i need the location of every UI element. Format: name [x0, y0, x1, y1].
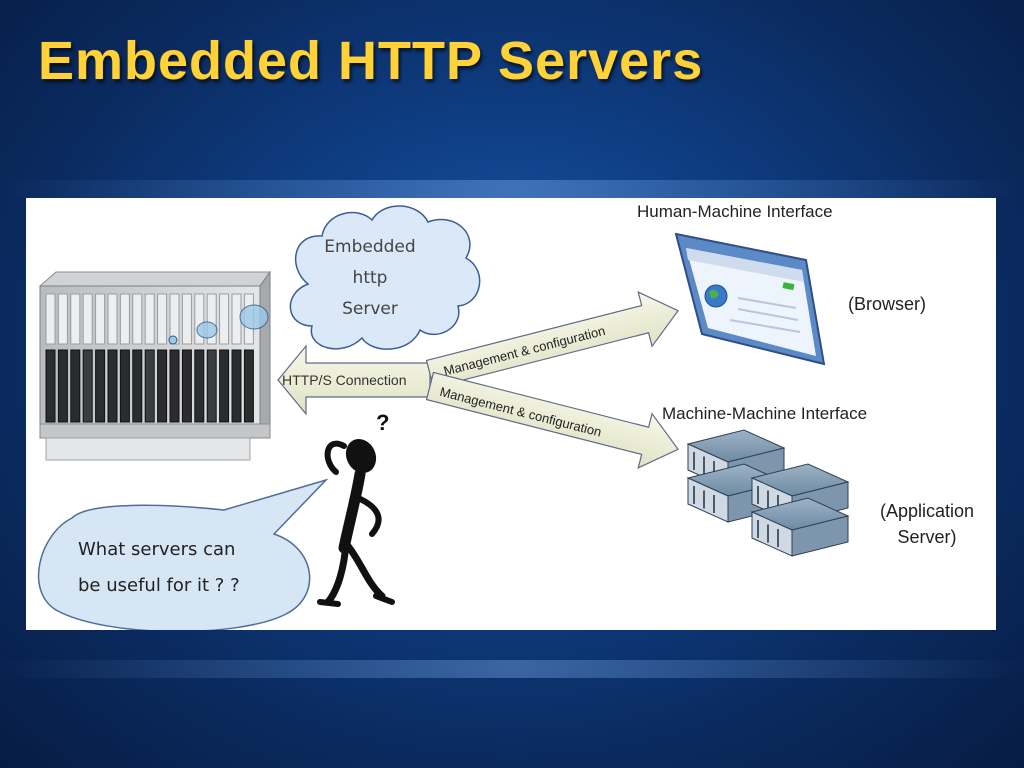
connection-label: HTTP/S Connection: [282, 372, 407, 388]
cloud-line: http: [352, 268, 388, 288]
background-streak: [0, 180, 1024, 198]
rack-card-top: [144, 293, 155, 345]
upper-management-arrow: [425, 290, 679, 389]
rack-card-top: [181, 293, 192, 345]
rack-card-module: [57, 349, 68, 423]
speech-line: What servers can: [78, 539, 236, 560]
rack-card-top: [45, 293, 56, 345]
rack-card-top: [194, 293, 205, 345]
rack-card-top: [57, 293, 68, 345]
mmi-caption-line: Server): [897, 527, 957, 547]
rack-card-module: [157, 349, 168, 423]
rack-card-top: [219, 293, 230, 345]
server-unit: [750, 497, 850, 557]
rack-card-module: [45, 349, 56, 423]
telecom-rack-icon: [38, 270, 271, 461]
rack-card-module: [194, 349, 205, 423]
rack-card-module: [169, 349, 180, 423]
cloud-label: Embedded http Server: [314, 232, 426, 325]
https-connection-arrow: [277, 344, 431, 416]
rack-card-top: [95, 293, 106, 345]
rack-card-module: [144, 349, 155, 423]
background-streak: [0, 660, 1024, 678]
confused-person-icon: [317, 438, 395, 607]
diagram-panel: Embedded http Server HTTP/S Connection M…: [26, 198, 996, 630]
rack-card-module: [243, 349, 254, 423]
rack-card-top: [70, 293, 81, 345]
diagram-canvas: [37, 205, 850, 630]
speech-line: be useful for it ? ?: [78, 575, 240, 596]
hmi-title: Human-Machine Interface: [637, 202, 833, 221]
cloud-line: Server: [342, 299, 398, 319]
rack-card-top: [132, 293, 143, 345]
rack-card-module: [119, 349, 130, 423]
cloud-shape: [289, 205, 481, 350]
browser-window-icon: [674, 232, 826, 366]
question-mark: ?: [376, 410, 390, 435]
rack-card-module: [107, 349, 118, 423]
mmi-title: Machine-Machine Interface: [662, 404, 868, 423]
slide-title: Embedded HTTP Servers: [38, 31, 704, 91]
rack-card-top: [231, 293, 242, 345]
cloud-line: Embedded: [324, 237, 416, 257]
speech-bubble: [37, 478, 329, 630]
speech-bubble-text: What servers can be useful for it ? ?: [78, 532, 278, 604]
rack-card-module: [95, 349, 106, 423]
rack-card-module: [132, 349, 143, 423]
rack-card-module: [70, 349, 81, 423]
rack-card-module: [82, 349, 93, 423]
lower-management-arrow: [425, 371, 679, 470]
hmi-caption: (Browser): [848, 294, 927, 314]
rack-card-top: [119, 293, 130, 345]
server-stack-icon: [686, 429, 850, 557]
mmi-caption: (Application Server): [880, 498, 974, 550]
rack-card-top: [82, 293, 93, 345]
rack-card-top: [206, 293, 217, 345]
rack-card-top: [107, 293, 118, 345]
rack-card-top: [157, 293, 168, 345]
rack-card-module: [231, 349, 242, 423]
rack-card-module: [219, 349, 230, 423]
mmi-caption-line: (Application: [880, 501, 975, 521]
rack-card-module: [206, 349, 217, 423]
rack-card-module: [181, 349, 192, 423]
